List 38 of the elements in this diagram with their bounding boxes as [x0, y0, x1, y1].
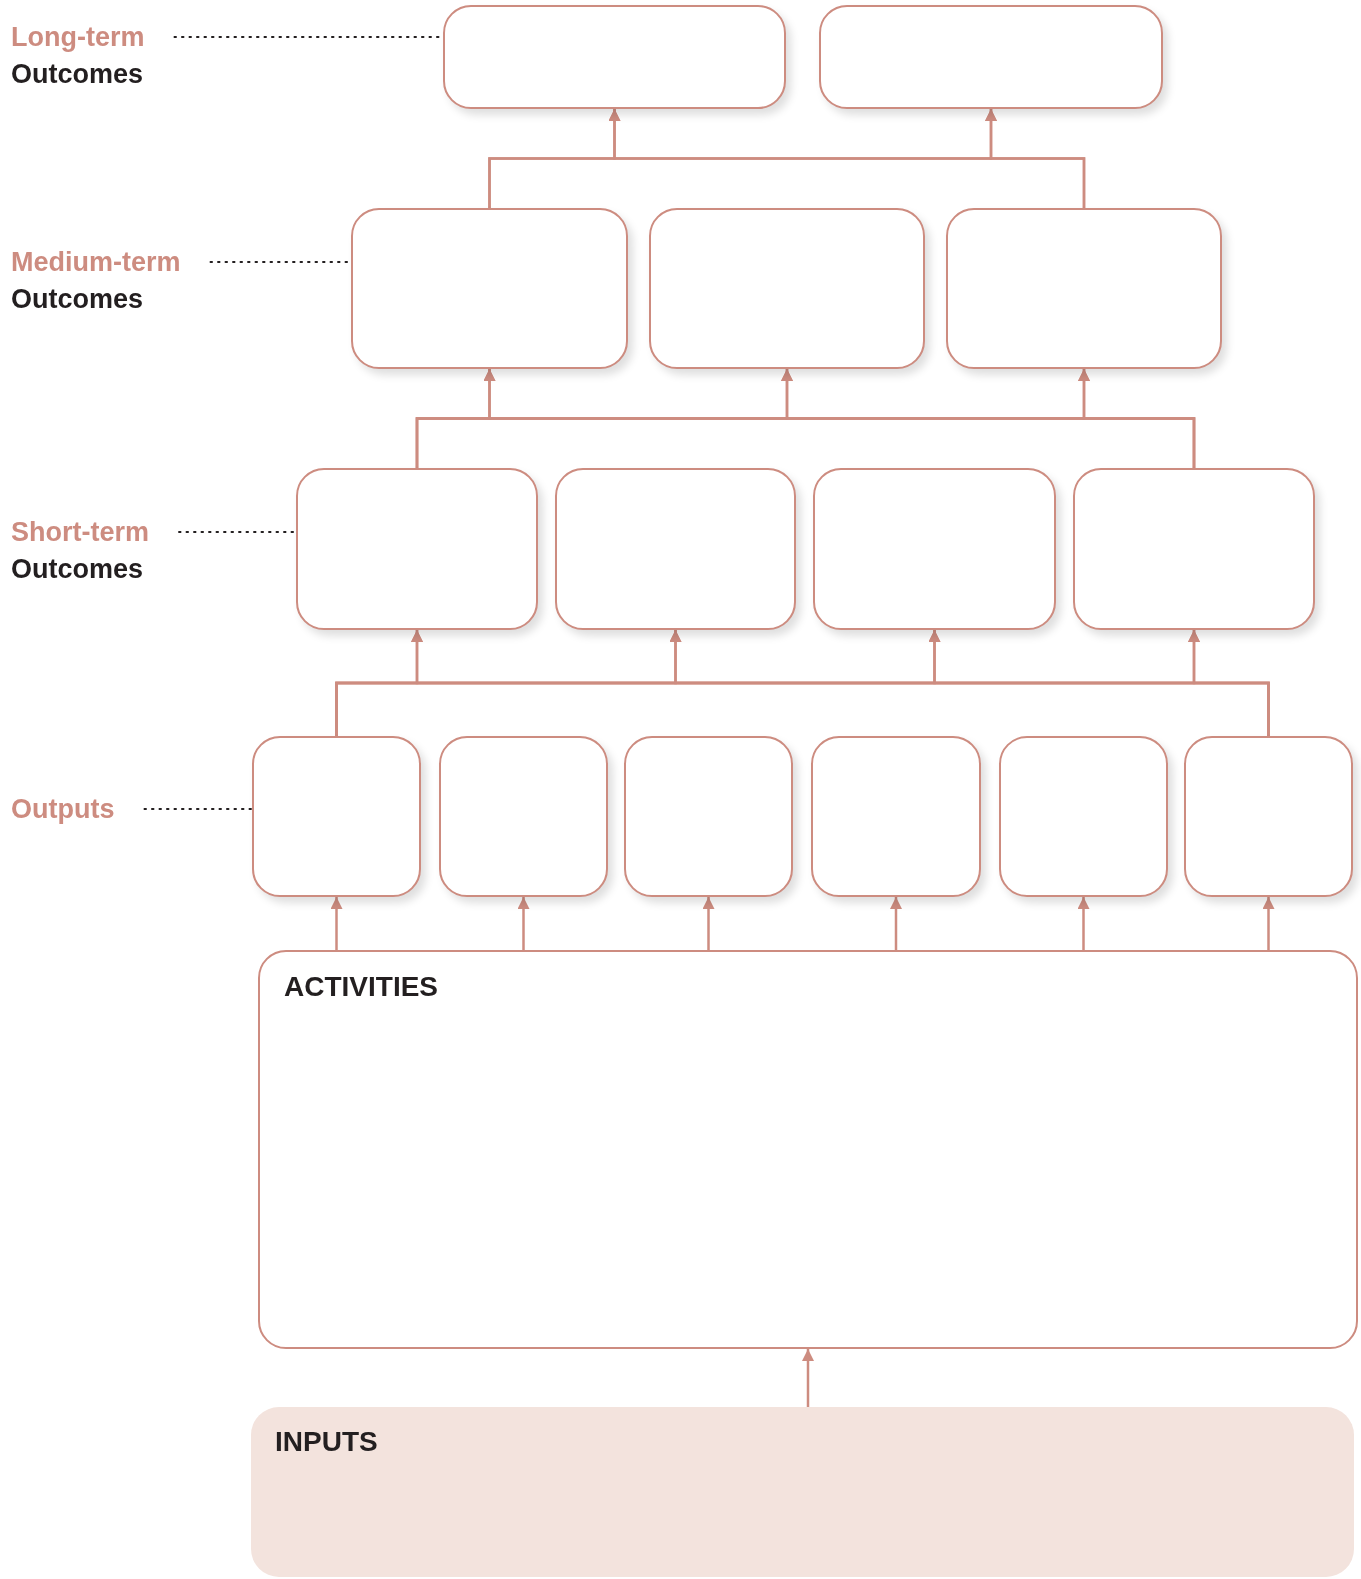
arrow — [890, 897, 902, 950]
arrow — [330, 897, 343, 950]
outcome-box — [555, 468, 796, 630]
outcome-box — [296, 468, 538, 630]
level-label: Long-term — [11, 21, 145, 54]
level-label: Outcomes — [11, 58, 145, 91]
activities-panel — [258, 950, 1358, 1349]
outcome-box — [813, 468, 1056, 630]
leader-line — [178, 531, 297, 533]
outcome-box — [1184, 736, 1353, 897]
arrow — [1262, 897, 1275, 950]
outcome-box — [946, 208, 1222, 369]
outcome-box — [811, 736, 981, 897]
level-label: Medium-term — [11, 246, 181, 279]
outcome-box — [819, 5, 1163, 109]
outcome-box — [439, 736, 608, 897]
panel-heading: ACTIVITIES — [284, 970, 438, 1004]
outcome-box — [999, 736, 1168, 897]
level-label: Outcomes — [11, 283, 145, 316]
arrow — [985, 109, 1086, 208]
outcome-box — [649, 208, 925, 369]
outcome-box — [252, 736, 421, 897]
arrow — [802, 1349, 814, 1407]
outcome-box — [1073, 468, 1315, 630]
panel-heading: INPUTS — [275, 1425, 378, 1459]
arrow — [1077, 897, 1090, 950]
outcome-box — [624, 736, 793, 897]
arrow — [702, 897, 715, 950]
arrow — [1188, 630, 1270, 736]
outcome-box — [443, 5, 786, 109]
level-label: Outcomes — [11, 553, 145, 586]
arrow — [1078, 369, 1196, 468]
inputs-panel — [251, 1407, 1354, 1577]
level-label: Outputs — [11, 793, 115, 826]
outcome-box — [351, 208, 628, 369]
level-label: Short-term — [11, 516, 149, 549]
leader-line — [143, 808, 253, 810]
arrow — [517, 897, 530, 950]
